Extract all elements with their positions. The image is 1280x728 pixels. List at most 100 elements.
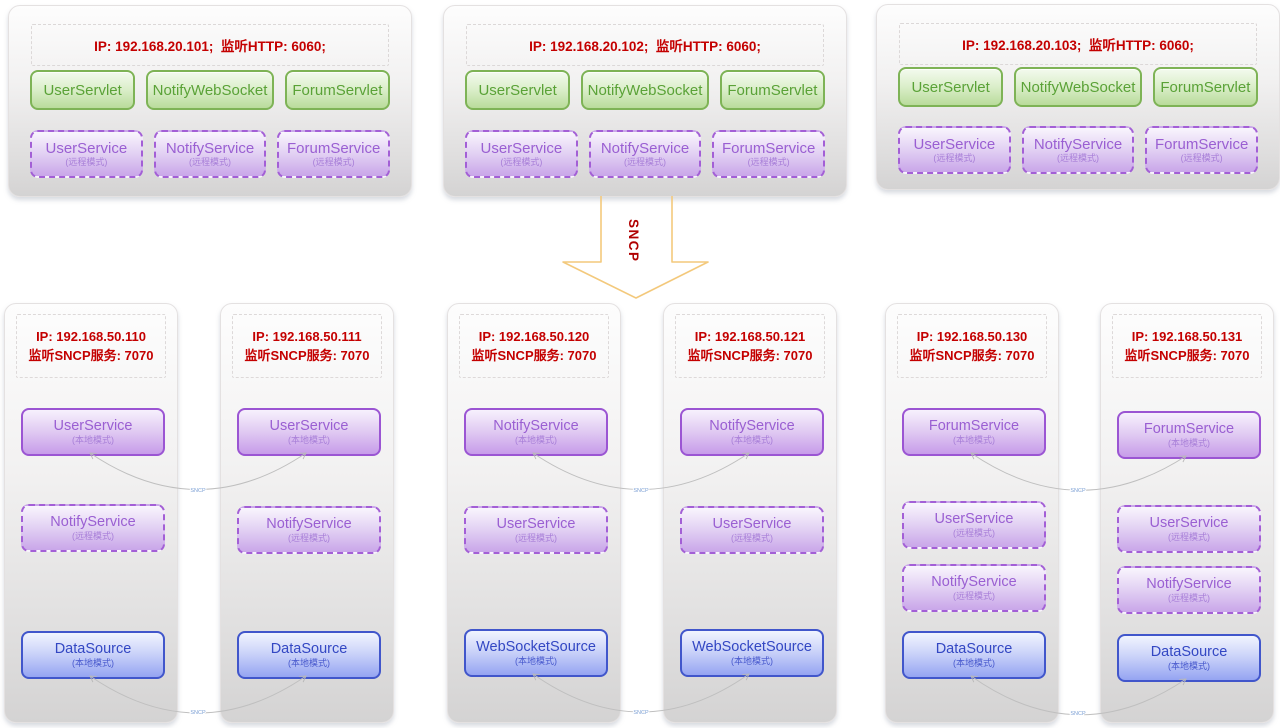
service-box-forumservice-local: ForumService (本地模式) <box>902 408 1046 456</box>
service-name: UserService <box>53 418 133 434</box>
service-name: ForumService <box>287 140 381 157</box>
source-mode: (本地模式) <box>288 658 330 668</box>
source-box-datasource: DataSource (本地模式) <box>902 631 1046 679</box>
service-box-notifyservice: NotifyService (远程模式) <box>588 130 702 178</box>
service-name: UserService <box>1149 515 1229 531</box>
sncp-server-node-120: IP: 192.168.50.120 监听SNCP服务: 7070 Notify… <box>447 303 621 723</box>
service-mode: (本地模式) <box>72 435 114 445</box>
node-ip-text: IP: 192.168.50.130 <box>916 329 1028 344</box>
service-box-notifyservice: NotifyService (远程模式) <box>1021 126 1135 174</box>
service-name: UserService <box>480 140 563 157</box>
node-ip-header: IP: 192.168.50.120 监听SNCP服务: 7070 <box>459 314 609 378</box>
service-name: NotifyService <box>50 514 136 530</box>
service-mode: (远程模式) <box>624 157 666 167</box>
node-ip-header: IP: 192.168.20.102; 监听HTTP: 6060; <box>466 24 824 66</box>
service-name: NotifyService <box>709 418 795 434</box>
service-mode: (远程模式) <box>312 157 355 167</box>
service-mode: (远程模式) <box>189 157 231 167</box>
source-mode: (本地模式) <box>515 656 557 666</box>
service-name: UserService <box>496 516 576 532</box>
service-box-notifyservice-remote: NotifyService (远程模式) <box>1117 566 1261 614</box>
source-box-datasource: DataSource (本地模式) <box>21 631 165 679</box>
servlet-box-forumservlet: ForumServlet <box>284 70 391 110</box>
node-port-text: 监听SNCP服务: 7070 <box>687 348 813 363</box>
service-name: UserService <box>934 511 1014 527</box>
node-ip-header: IP: 192.168.50.110 监听SNCP服务: 7070 <box>16 314 166 378</box>
node-ip-header: IP: 192.168.50.131 监听SNCP服务: 7070 <box>1112 314 1262 378</box>
service-name: UserService <box>712 516 792 532</box>
source-box-datasource: DataSource (本地模式) <box>237 631 381 679</box>
service-name: ForumService <box>1143 421 1235 437</box>
servlet-box-notifywebsocket: NotifyWebSocket <box>1014 67 1142 107</box>
connection-label: SNCP <box>190 710 206 716</box>
service-box-forumservice-local: ForumService (本地模式) <box>1117 411 1261 459</box>
service-box-notifyservice-local: NotifyService (本地模式) <box>464 408 608 456</box>
sncp-server-node-110: IP: 192.168.50.110 监听SNCP服务: 7070 UserSe… <box>4 303 178 723</box>
service-mode: (本地模式) <box>1168 438 1210 448</box>
service-name: NotifyService <box>266 516 352 532</box>
service-mode: (远程模式) <box>731 533 773 543</box>
service-box-userservice-remote: UserService (远程模式) <box>464 506 608 554</box>
service-mode: (远程模式) <box>515 533 557 543</box>
service-name: NotifyService <box>165 140 255 157</box>
service-box-userservice-local: UserService (本地模式) <box>21 408 165 456</box>
service-mode: (远程模式) <box>65 157 108 167</box>
servlet-row: UserServlet NotifyWebSocket ForumServlet <box>465 70 826 110</box>
http-server-node-101: IP: 192.168.20.101; 监听HTTP: 6060; UserSe… <box>8 5 412 197</box>
service-mode: (远程模式) <box>1057 153 1099 163</box>
source-name: WebSocketSource <box>692 639 812 655</box>
service-box-notifyservice-remote: NotifyService (远程模式) <box>21 504 165 552</box>
service-name: NotifyService <box>600 140 690 157</box>
node-ip-text: IP: 192.168.50.131 <box>1131 329 1243 344</box>
servlet-box-notifywebsocket: NotifyWebSocket <box>146 70 274 110</box>
service-box-userservice: UserService (远程模式) <box>898 126 1011 174</box>
service-mode: (远程模式) <box>500 157 543 167</box>
service-mode: (本地模式) <box>731 435 773 445</box>
servlet-box-userservlet: UserServlet <box>898 67 1004 107</box>
service-name: NotifyService <box>493 418 579 434</box>
node-ip-text: IP: 192.168.50.120 <box>478 329 590 344</box>
service-name: NotifyService <box>1146 576 1232 592</box>
connection-label: SNCP <box>1070 711 1086 717</box>
source-name: DataSource <box>54 641 132 657</box>
servlet-row: UserServlet NotifyWebSocket ForumServlet <box>898 67 1259 107</box>
service-mode: (远程模式) <box>288 533 330 543</box>
node-ip-header: IP: 192.168.50.111 监听SNCP服务: 7070 <box>232 314 382 378</box>
node-ip-text: IP: 192.168.20.103; 监听HTTP: 6060; <box>962 38 1194 53</box>
source-name: DataSource <box>935 641 1013 657</box>
service-box-userservice-remote: UserService (远程模式) <box>680 506 824 554</box>
service-name: UserService <box>913 136 996 153</box>
service-name: NotifyService <box>1033 136 1123 153</box>
service-mode: (本地模式) <box>515 435 557 445</box>
service-name: ForumService <box>1155 136 1249 153</box>
source-mode: (本地模式) <box>1168 661 1210 671</box>
service-mode: (远程模式) <box>933 153 976 163</box>
http-server-node-103: IP: 192.168.20.103; 监听HTTP: 6060; UserSe… <box>876 4 1280 190</box>
servlet-box-userservlet: UserServlet <box>30 70 136 110</box>
source-name: WebSocketSource <box>476 639 596 655</box>
servlet-row: UserServlet NotifyWebSocket ForumServlet <box>30 70 391 110</box>
service-box-userservice-local: UserService (本地模式) <box>237 408 381 456</box>
source-name: DataSource <box>270 641 348 657</box>
node-port-text: 监听SNCP服务: 7070 <box>28 348 154 363</box>
node-port-text: 监听SNCP服务: 7070 <box>471 348 597 363</box>
node-ip-header: IP: 192.168.50.121 监听SNCP服务: 7070 <box>675 314 825 378</box>
service-name: UserService <box>45 140 128 157</box>
source-mode: (本地模式) <box>72 658 114 668</box>
source-box-datasource: DataSource (本地模式) <box>1117 634 1261 682</box>
sncp-server-node-111: IP: 192.168.50.111 监听SNCP服务: 7070 UserSe… <box>220 303 394 723</box>
service-mode: (远程模式) <box>1168 593 1210 603</box>
node-port-text: 监听SNCP服务: 7070 <box>909 348 1035 363</box>
node-ip-text: IP: 192.168.50.110 <box>36 329 146 344</box>
sncp-server-node-131: IP: 192.168.50.131 监听SNCP服务: 7070 ForumS… <box>1100 303 1274 723</box>
service-box-userservice-remote: UserService (远程模式) <box>1117 505 1261 553</box>
service-mode: (本地模式) <box>288 435 330 445</box>
sncp-flow-arrow <box>562 196 709 299</box>
service-box-forumservice: ForumService (远程模式) <box>277 130 391 178</box>
sncp-arrow-label: SNCP <box>626 219 641 263</box>
service-box-notifyservice: NotifyService (远程模式) <box>153 130 267 178</box>
service-mode: (远程模式) <box>747 157 790 167</box>
service-row: UserService (远程模式) NotifyService (远程模式) … <box>898 126 1259 174</box>
sncp-server-node-121: IP: 192.168.50.121 监听SNCP服务: 7070 Notify… <box>663 303 837 723</box>
service-box-userservice: UserService (远程模式) <box>465 130 578 178</box>
